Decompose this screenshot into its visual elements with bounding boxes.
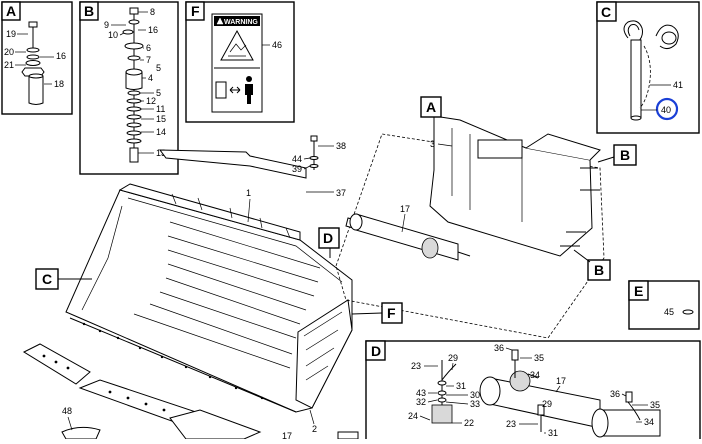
panel-a-label-19: 19 [6, 29, 16, 39]
panel-b-label-11: 11 [156, 104, 165, 114]
panel-f: F WARNING 46 [185, 1, 295, 123]
panel-d-label-43: 43 [416, 388, 426, 398]
panel-f-letter: F [191, 3, 200, 19]
panel-a: A 19 20 16 21 18 [1, 1, 73, 115]
panel-d-label-23b: 23 [506, 419, 516, 429]
panel-b-label-7: 7 [146, 55, 151, 65]
label-44: 44 [292, 154, 302, 164]
panel-d-label-35b: 35 [650, 400, 660, 410]
label-3: 3 [430, 139, 435, 149]
callout-a: A [426, 99, 436, 115]
panel-b-label-8: 8 [150, 7, 155, 17]
panel-b-label-13: 13 [156, 148, 166, 158]
callout-f: F [387, 305, 396, 321]
panel-b-label-6: 6 [146, 43, 151, 53]
callout-boxes: A B B C D F [35, 96, 637, 324]
panel-d-label-29a: 29 [448, 353, 458, 363]
panel-c-label-40: 40 [661, 105, 671, 115]
panel-a-label-18: 18 [54, 79, 64, 89]
panel-a-label-20: 20 [4, 47, 14, 57]
callout-b-bottom: B [594, 262, 604, 278]
panel-d-label-30: 30 [470, 390, 480, 400]
panel-c-label-41: 41 [673, 80, 683, 90]
panel-d-label-22: 22 [464, 418, 474, 428]
panel-e-label-45: 45 [664, 307, 674, 317]
main-labels: 38 44 39 37 1 3 17 2 48 17 [62, 139, 453, 441]
panel-f-label-46: 46 [272, 40, 282, 50]
panel-a-label-16: 16 [56, 51, 66, 61]
panel-b-label-12: 12 [146, 96, 156, 106]
panel-c: C 41 40 [596, 1, 700, 134]
panel-d-letter: D [371, 343, 381, 359]
bucket-assembly [22, 135, 359, 440]
panel-d: D 36 35 29 23 34 17 31 43 32 [365, 340, 701, 442]
label-48: 48 [62, 406, 72, 416]
panel-b-label-5a: 5 [156, 63, 161, 73]
panel-b-label-10: 10 [108, 30, 118, 40]
panel-d-label-24: 24 [408, 411, 418, 421]
panel-b-label-4: 4 [148, 73, 153, 83]
warning-text: WARNING [224, 19, 258, 26]
label-17-bottom: 17 [282, 431, 292, 439]
panel-d-label-17: 17 [556, 376, 566, 386]
panel-d-label-31b: 31 [548, 428, 558, 438]
label-17: 17 [400, 204, 410, 214]
panel-e-letter: E [634, 283, 643, 299]
panel-a-letter: A [6, 3, 16, 19]
label-38: 38 [336, 141, 346, 151]
label-37: 37 [336, 188, 346, 198]
highlight-circle [655, 97, 679, 121]
panel-d-label-33: 33 [470, 399, 480, 409]
label-39: 39 [292, 164, 302, 174]
callout-d: D [323, 230, 333, 246]
panel-c-letter: C [601, 4, 611, 20]
panel-d-label-34a: 34 [530, 370, 540, 380]
label-2: 2 [312, 424, 317, 434]
callout-b-top: B [620, 147, 630, 163]
panel-b-label-14: 14 [156, 127, 166, 137]
panel-b-label-15: 15 [156, 114, 166, 124]
label-1: 1 [246, 188, 251, 198]
panel-b-label-16: 16 [148, 25, 158, 35]
panel-d-label-34b: 34 [644, 417, 654, 427]
quick-coupler [335, 115, 605, 339]
panel-d-label-32: 32 [416, 397, 426, 407]
panel-d-label-29b: 29 [542, 399, 552, 409]
panel-d-label-36a: 36 [494, 343, 504, 353]
panel-b-label-5b: 5 [156, 88, 161, 98]
panel-b-letter: B [84, 3, 94, 19]
panel-d-label-36b: 36 [610, 389, 620, 399]
callout-c: C [42, 271, 52, 287]
panel-e: E 45 [628, 280, 700, 330]
panel-d-label-31a: 31 [456, 381, 466, 391]
panel-d-label-35a: 35 [534, 353, 544, 363]
panel-a-label-21: 21 [4, 60, 14, 70]
panel-d-label-23a: 23 [411, 361, 421, 371]
panel-b: B 8 9 10 16 6 7 4 5 5 12 11 [79, 1, 179, 175]
panel-b-label-9: 9 [104, 20, 109, 30]
